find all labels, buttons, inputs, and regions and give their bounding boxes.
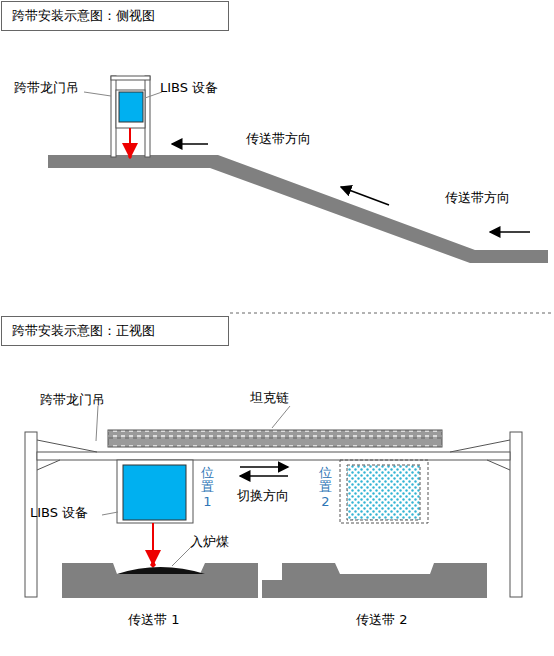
position-label: 位置2 bbox=[319, 466, 332, 509]
part-label: 入炉煤 bbox=[190, 534, 229, 550]
title-box: 跨带安装示意图：侧视图 bbox=[1, 1, 229, 31]
belt-label: 传送带 1 bbox=[128, 612, 179, 628]
title-box: 跨带安装示意图：正视图 bbox=[1, 316, 229, 346]
part-label: 跨带龙门吊 bbox=[14, 80, 79, 96]
part-label: LIBS 设备 bbox=[160, 80, 218, 96]
title-text: 跨带安装示意图：正视图 bbox=[12, 323, 155, 338]
direction-label: 切换方向 bbox=[237, 488, 289, 504]
title-text: 跨带安装示意图：侧视图 bbox=[12, 8, 155, 23]
direction-label: 传送带方向 bbox=[246, 131, 311, 147]
part-label: 坦克链 bbox=[250, 390, 289, 406]
part-label: LIBS 设备 bbox=[30, 505, 88, 521]
belt-label: 传送带 2 bbox=[356, 612, 407, 628]
direction-label: 传送带方向 bbox=[445, 190, 510, 206]
part-label: 跨带龙门吊 bbox=[40, 392, 105, 408]
position-label: 位置1 bbox=[201, 466, 214, 509]
